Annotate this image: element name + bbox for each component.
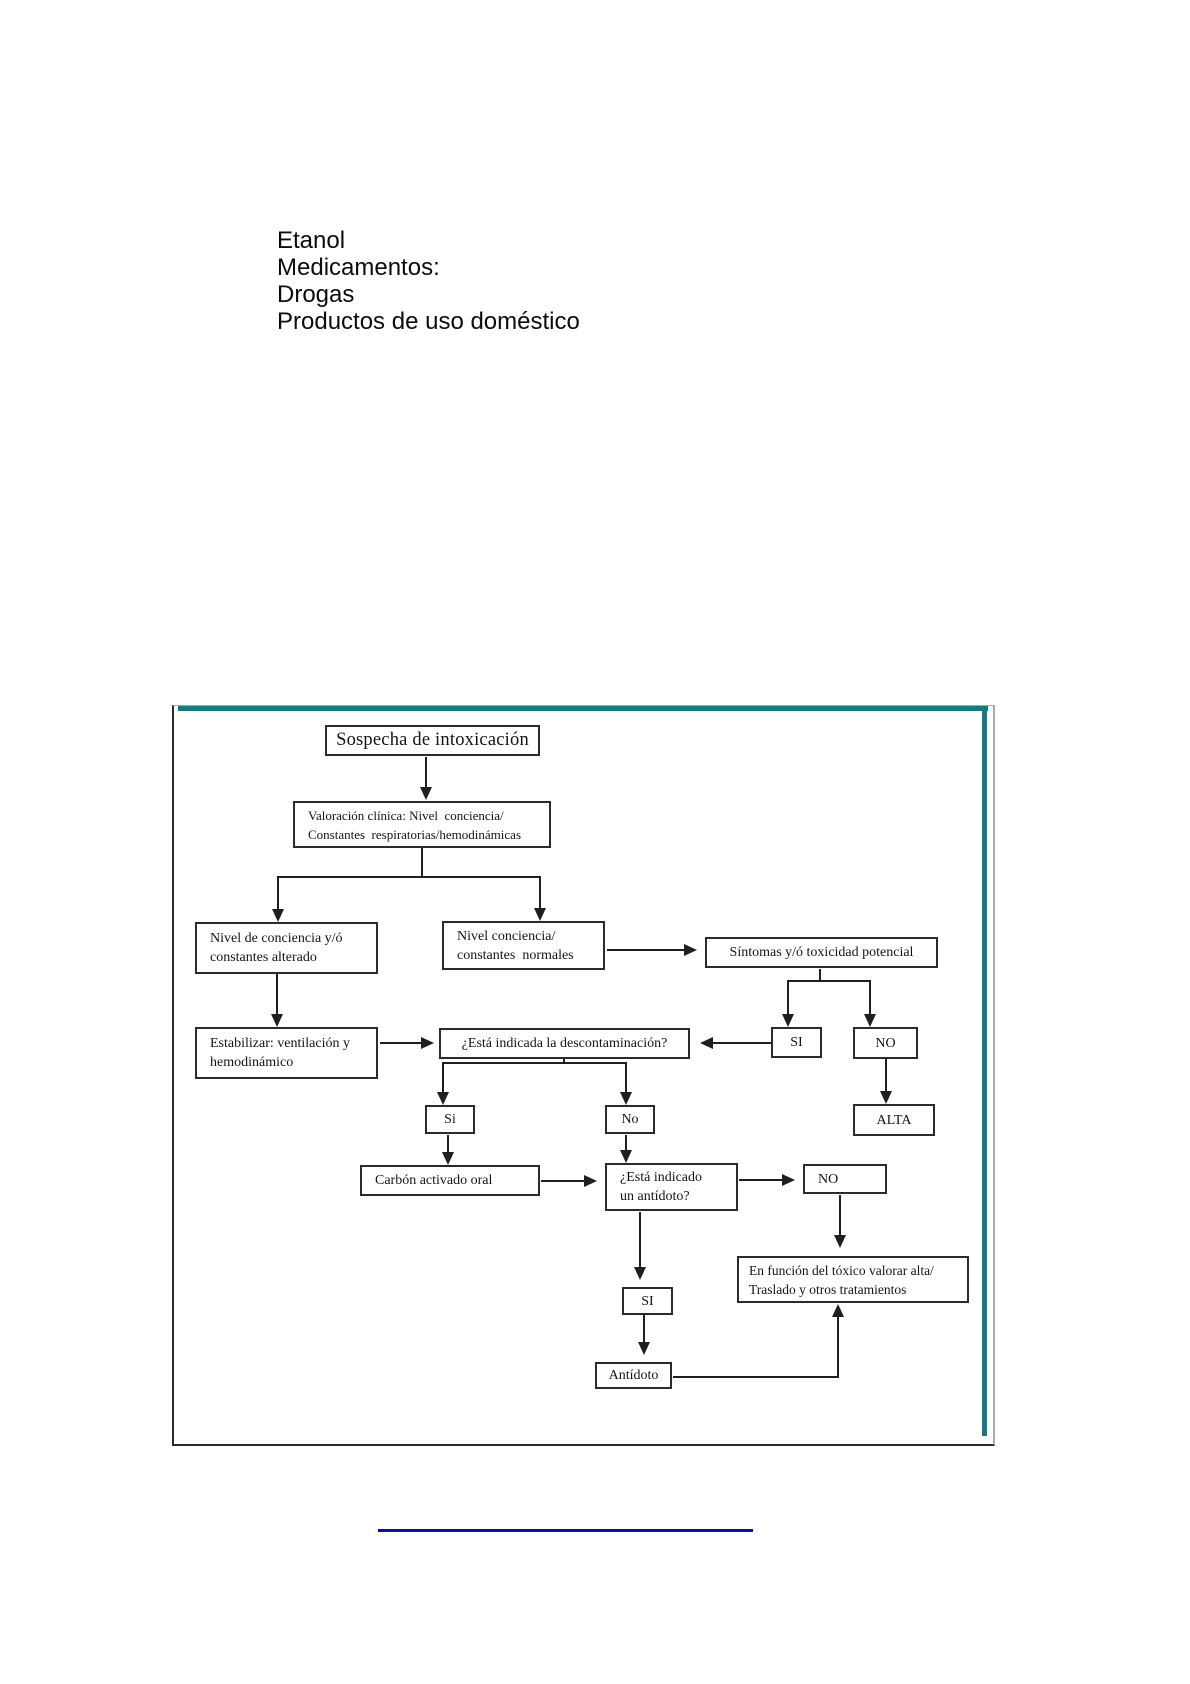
connector [277, 877, 279, 910]
connector [869, 981, 871, 1015]
arrowhead [620, 1150, 632, 1163]
flowchart-box-nivel-alterado: Nivel de conciencia y/ó constantes alter… [195, 922, 378, 974]
box-label: constantes normales [457, 947, 574, 963]
flowchart-box-si-bottom: SI [622, 1287, 673, 1315]
flowchart-box-sospecha: Sospecha de intoxicación [325, 725, 540, 756]
flowchart-box-valoracion: Valoración clínica: Nivel conciencia/ Co… [293, 801, 551, 848]
connector [885, 1059, 887, 1092]
flowchart-box-antidoto: Antídoto [595, 1362, 672, 1389]
flowchart-box-antidoto-q: ¿Está indicado un antídoto? [605, 1163, 738, 1211]
flowchart-box-sintomas: Síntomas y/ó toxicidad potencial [705, 937, 938, 968]
connector [713, 1042, 771, 1044]
arrowhead [584, 1175, 597, 1187]
box-label: Constantes respiratorias/hemodinámicas [308, 826, 522, 842]
connector [787, 981, 789, 1015]
connector [541, 1180, 584, 1182]
arrowhead [880, 1091, 892, 1104]
divider-rule [378, 1529, 753, 1532]
box-label: hemodinámico [210, 1055, 294, 1070]
arrowhead [834, 1235, 846, 1248]
box-label: SI [790, 1035, 803, 1050]
box-label: un antídoto? [620, 1189, 690, 1204]
connector [277, 876, 541, 878]
box-label: SI [641, 1293, 654, 1309]
connector [639, 1212, 641, 1268]
flowchart-box-estabilizar: Estabilizar: ventilación y hemodinámico [195, 1027, 378, 1079]
connector [607, 949, 684, 951]
box-label: No [621, 1112, 639, 1127]
arrowhead [534, 908, 546, 921]
connector [673, 1376, 839, 1378]
flowchart-box-nivel-normal: Nivel conciencia/ constantes normales [442, 921, 605, 970]
connector [819, 969, 821, 982]
arrowhead [634, 1267, 646, 1280]
arrowhead [700, 1037, 713, 1049]
box-label: Nivel conciencia/ [457, 928, 556, 944]
arrowhead [420, 787, 432, 800]
box-label: Síntomas y/ó toxicidad potencial [729, 945, 914, 960]
intro-line: Productos de uso doméstico [277, 308, 580, 335]
box-label: Valoración clínica: Nivel conciencia/ [308, 807, 504, 823]
arrowhead [684, 944, 697, 956]
connector [837, 1317, 839, 1377]
arrowhead [442, 1152, 454, 1165]
connector [539, 877, 541, 909]
arrowhead [620, 1092, 632, 1105]
flowchart-box-si-mid: Si [425, 1105, 475, 1134]
arrowhead [271, 1014, 283, 1027]
box-label: ¿Está indicada la descontaminación? [461, 1036, 668, 1051]
arrowhead [782, 1014, 794, 1027]
arrowhead [782, 1174, 795, 1186]
flowchart-box-si-top: SI [771, 1027, 822, 1058]
box-label: Carbón activado oral [375, 1173, 493, 1188]
intro-line: Medicamentos: [277, 254, 440, 281]
connector [839, 1195, 841, 1236]
arrowhead [864, 1014, 876, 1027]
flowchart-box-no-top: NO [853, 1027, 918, 1059]
connector [447, 1135, 449, 1153]
connector [425, 757, 427, 788]
box-label: NO [875, 1035, 896, 1051]
arrowhead [421, 1037, 434, 1049]
box-label: Traslado y otros tratamientos [749, 1281, 907, 1297]
connector [787, 980, 871, 982]
connector [739, 1179, 782, 1181]
intro-line: Drogas [277, 281, 355, 308]
connector [442, 1063, 444, 1093]
arrowhead [638, 1342, 650, 1355]
flowchart-box-en-funcion: En función del tóxico valorar alta/ Tras… [737, 1256, 969, 1303]
flowchart-box-descontaminacion: ¿Está indicada la descontaminación? [439, 1028, 690, 1059]
frame-accent-top [178, 706, 988, 711]
connector [625, 1063, 627, 1093]
connector [563, 1059, 565, 1064]
connector [442, 1062, 627, 1064]
box-label: En función del tóxico valorar alta/ [749, 1262, 934, 1278]
flowchart-box-no-right: NO [803, 1164, 887, 1194]
connector [380, 1042, 421, 1044]
box-label: ALTA [876, 1112, 912, 1128]
intro-text-block: Etanol Medicamentos: Drogas Productos de… [277, 227, 580, 335]
box-label: constantes alterado [210, 950, 317, 965]
connector [421, 848, 423, 878]
arrowhead [832, 1304, 844, 1317]
arrowhead [437, 1092, 449, 1105]
box-label: Si [444, 1112, 456, 1127]
flowchart-box-no-mid: No [605, 1105, 655, 1134]
box-label: Antídoto [608, 1368, 659, 1383]
flowchart-box-alta: ALTA [853, 1104, 935, 1136]
box-label: ¿Está indicado [620, 1170, 703, 1185]
arrowhead [272, 909, 284, 922]
intro-line: Etanol [277, 227, 346, 254]
flowchart-box-carbon: Carbón activado oral [360, 1165, 540, 1196]
box-label: NO [818, 1171, 839, 1187]
frame-accent-right [982, 706, 987, 1436]
box-label: Estabilizar: ventilación y [210, 1036, 350, 1051]
box-label: Nivel de conciencia y/ó [210, 931, 343, 946]
connector [625, 1135, 627, 1151]
box-label: Sospecha de intoxicación [336, 730, 529, 750]
connector [276, 974, 278, 1015]
connector [643, 1315, 645, 1343]
